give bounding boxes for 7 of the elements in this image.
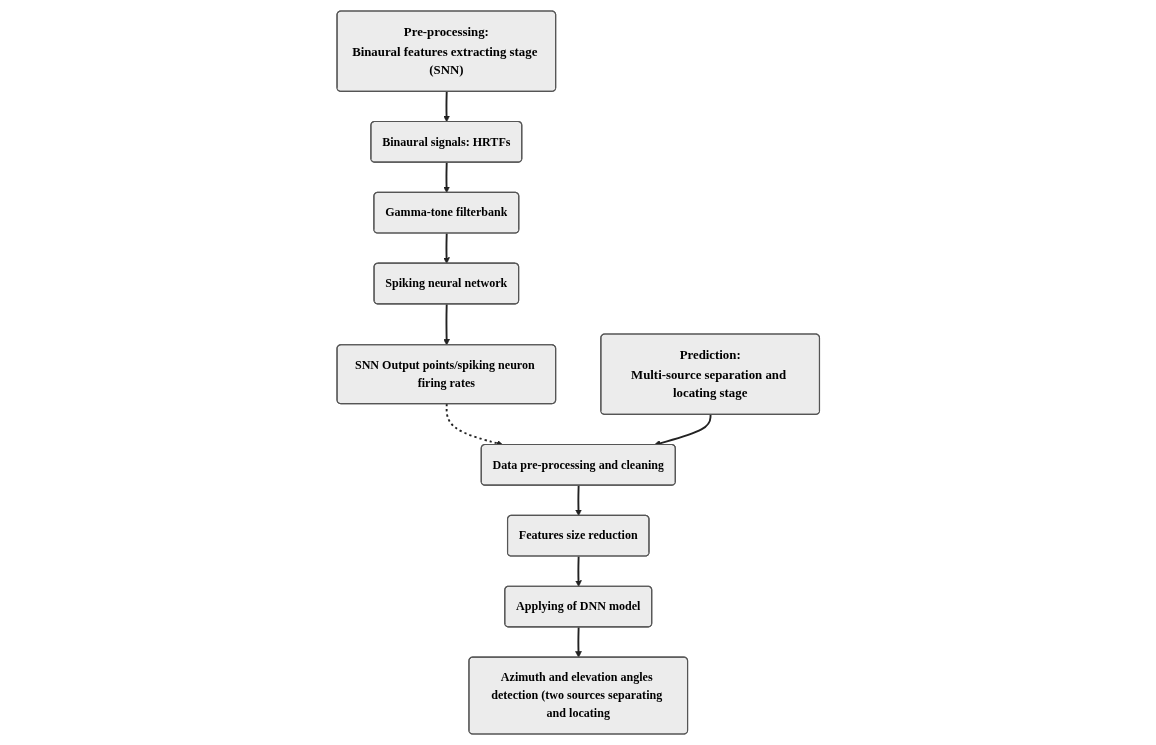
arrow — [574, 484, 582, 516]
arrow — [443, 232, 450, 264]
arrow — [443, 303, 450, 346]
arrow — [443, 161, 450, 193]
arrow — [574, 555, 582, 587]
arrow — [574, 626, 582, 658]
arrow — [443, 90, 450, 123]
